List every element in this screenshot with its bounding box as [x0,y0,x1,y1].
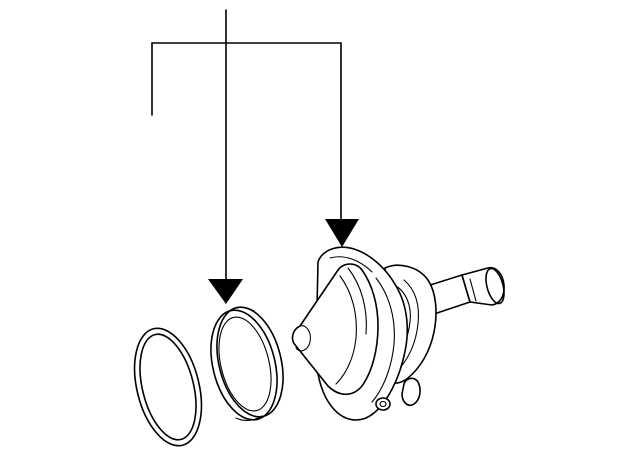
gasket-ring-icon [133,327,203,447]
callout-arrow-icon [325,219,359,247]
thermostat-housing-icon [291,246,505,421]
callout-arrow-icon [208,279,243,304]
o-ring-seal-icon [210,306,284,421]
callout-leader-lines [151,9,342,283]
